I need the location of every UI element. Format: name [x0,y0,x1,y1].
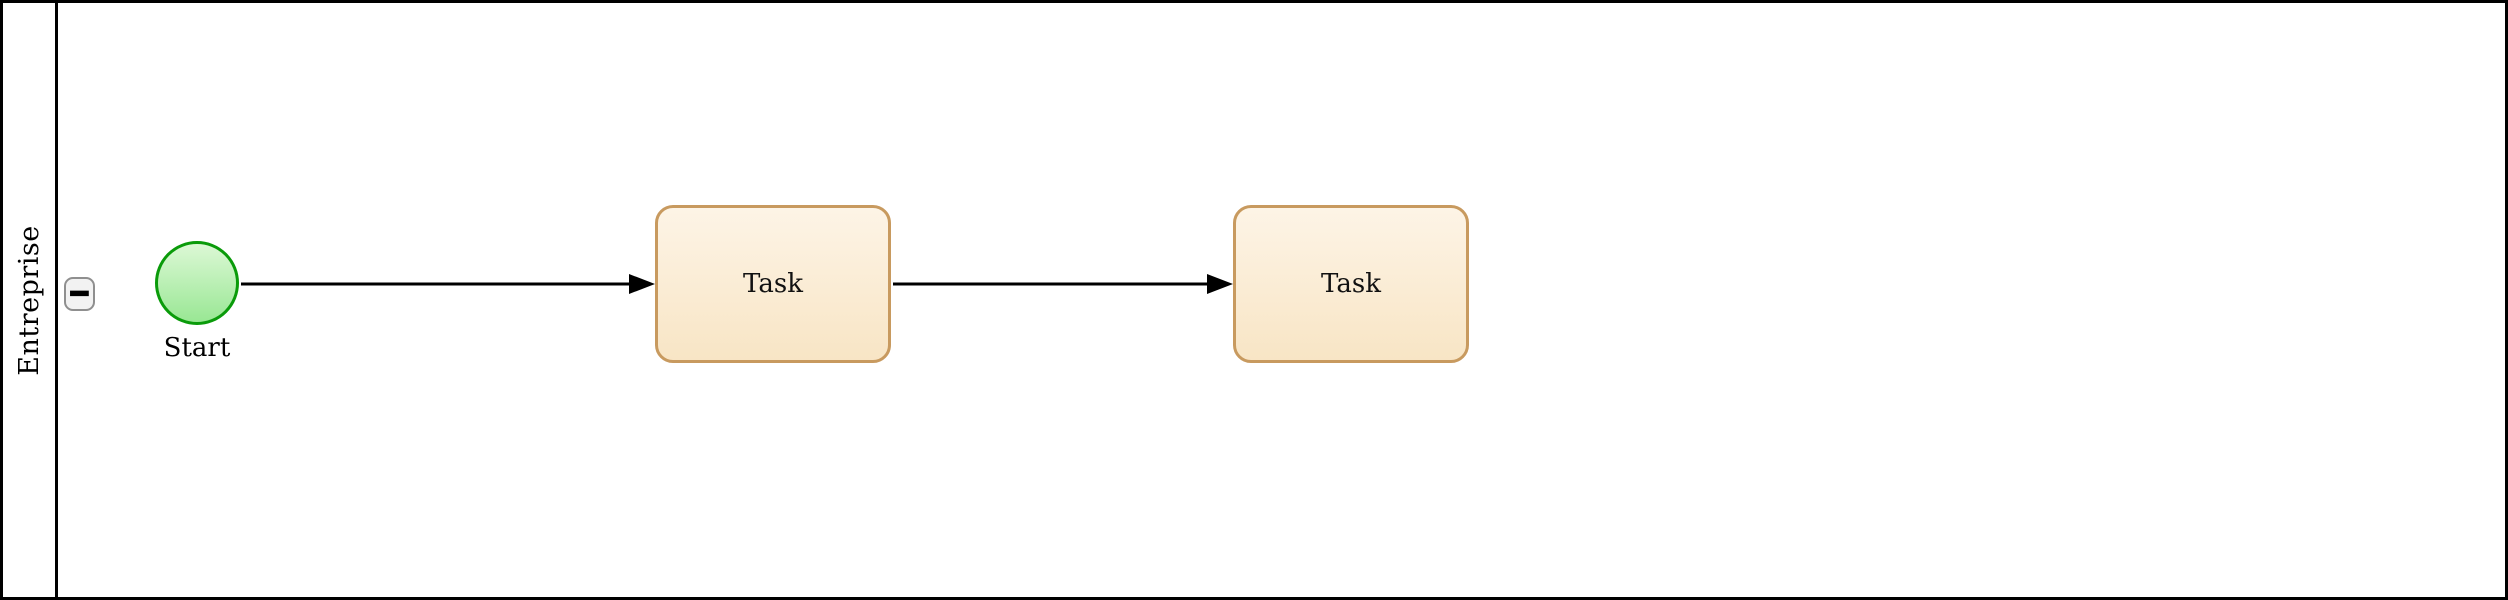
pool-title-divider [55,3,58,597]
start-event-label: Start [163,333,231,363]
minus-icon: − [66,265,93,322]
arrowhead-icon [629,274,655,294]
pool-title: Entreprise [13,224,45,376]
task-label: Task [743,269,803,299]
task-node-1[interactable]: Task [655,205,891,363]
task-node-2[interactable]: Task [1233,205,1469,363]
start-event[interactable] [155,241,239,325]
sequence-flows [241,274,1233,294]
arrowhead-icon [1207,274,1233,294]
task-label: Task [1321,269,1381,299]
pool-title-strip[interactable]: Entreprise [3,3,55,597]
sequence-flow-task1-task2[interactable] [893,274,1233,294]
pool-collapse-button[interactable]: − [64,269,95,317]
sequence-flow-start-task1[interactable] [241,274,655,294]
